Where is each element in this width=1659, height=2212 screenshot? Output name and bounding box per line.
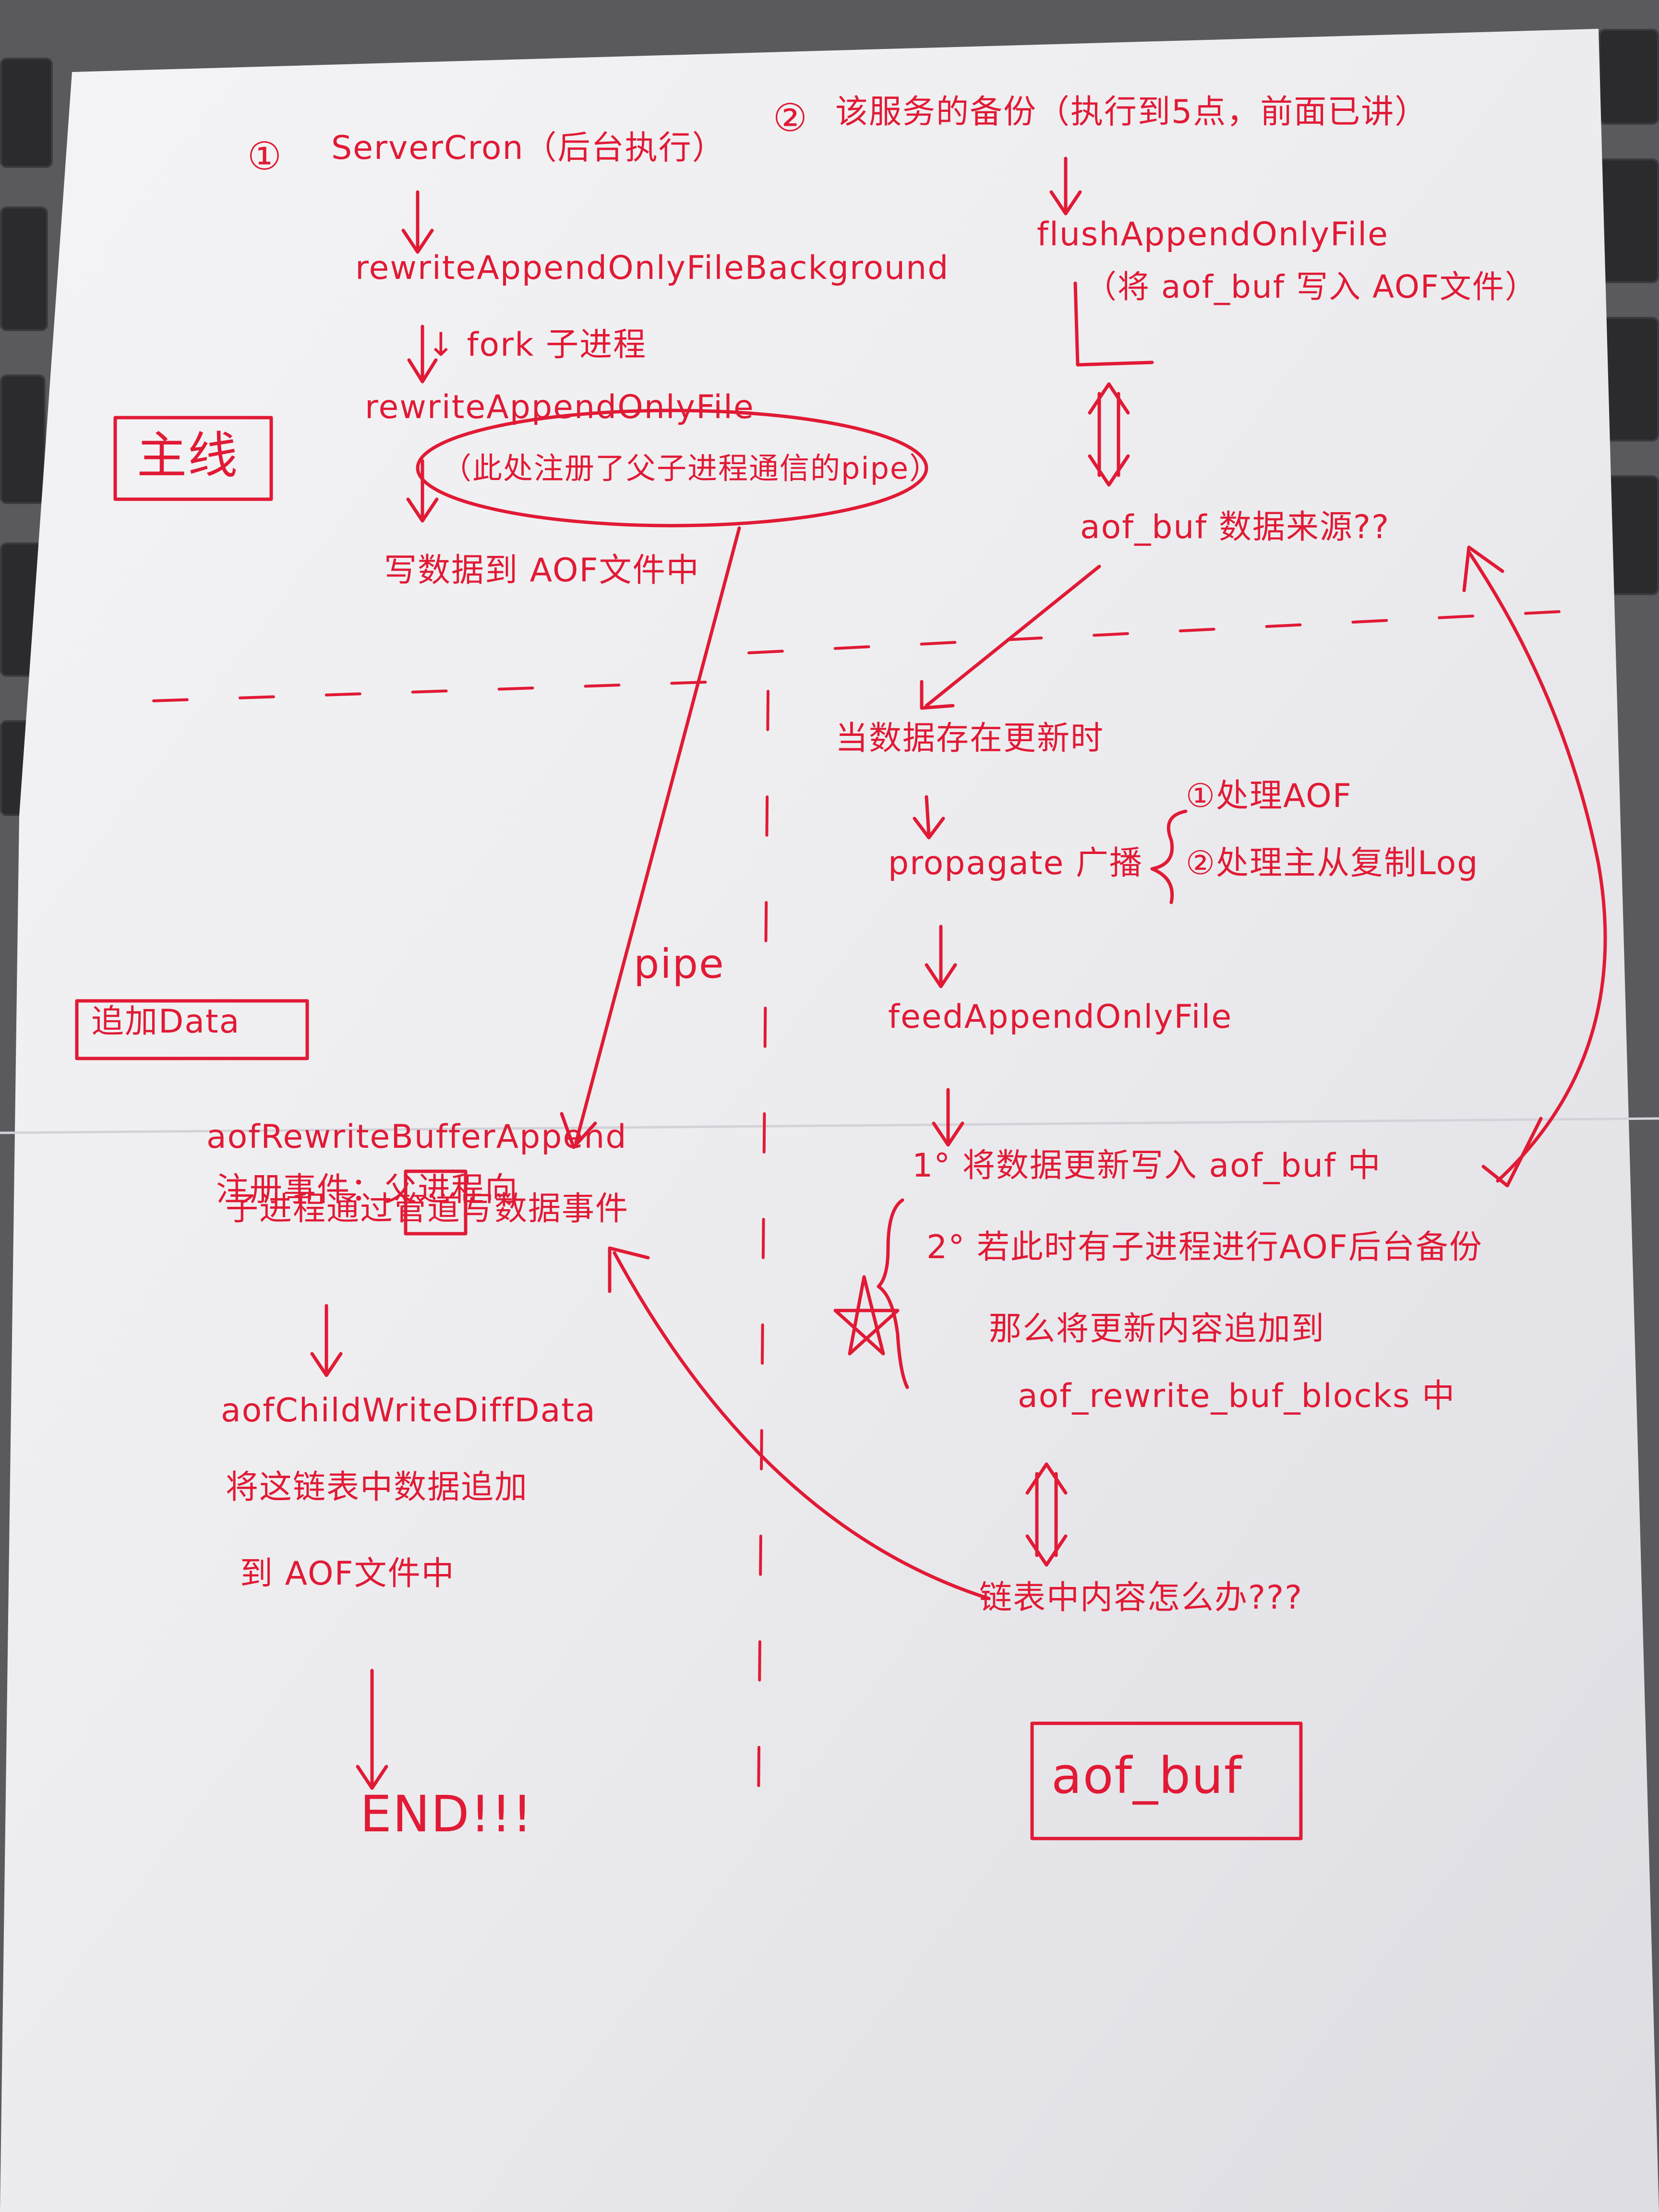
step1-label: ① [247, 134, 283, 179]
flush-note-label: （将 aof_buf 写入 AOF文件） [1085, 268, 1538, 305]
rewrite-append-c: 子进程通过管道写数据事件 [226, 1190, 629, 1228]
step2-title: 该服务的备份（执行到5点，前面已讲） [835, 93, 1429, 131]
arrow-down-r2 [913, 795, 945, 840]
rewrite-append-c2: 管道 [394, 1190, 461, 1228]
flush-label: flushAppendOnlyFile [1037, 216, 1389, 253]
rewrite-file-label: rewriteAppendOnlyFile [365, 388, 755, 426]
feed-item-2b: 那么将更新内容追加到 [989, 1310, 1325, 1348]
feed-label: feedAppendOnlyFile [888, 998, 1233, 1036]
main-line-label: 主线 [137, 426, 239, 485]
double-arrow-1 [1088, 382, 1130, 487]
feed-brace [877, 1198, 909, 1389]
flush-bracket [1073, 281, 1154, 367]
arrow-down-2 [407, 325, 438, 384]
arrow-down-r4 [932, 1088, 964, 1147]
main-line-box [113, 416, 273, 501]
child-write-c: 到 AOF文件中 [240, 1555, 455, 1593]
linked-list-question: 链表中内容怎么办??? [979, 1579, 1303, 1617]
rewrite-append-c1: 子进程通过 [226, 1190, 394, 1228]
pipe-note-ellipse [416, 409, 928, 528]
rewrite-bg-label: rewriteAppendOnlyFileBackground [355, 249, 950, 287]
feed-item-2a: 2° 若此时有子进程进行AOF后台备份 [926, 1228, 1483, 1266]
propagate-item-2: ②处理主从复制Log [1186, 844, 1479, 882]
aof-buf-box-label: aof_buf [1051, 1746, 1243, 1805]
aof-buf-source-label: aof_buf 数据来源?? [1080, 508, 1390, 546]
keyboard-key [1599, 29, 1659, 125]
arrow-down-r1 [1049, 156, 1082, 216]
pipe-line-label: pipe [634, 940, 725, 987]
star-mark [833, 1275, 900, 1356]
arrow-down-3 [406, 459, 439, 523]
step2-label: ② [773, 96, 808, 140]
keyboard-key [0, 206, 48, 331]
pipe-line [560, 526, 741, 1149]
dashed-separator-vertical [757, 690, 769, 1806]
pipe-highlight-box [404, 1169, 468, 1236]
server-cron-label: ServerCron（后台执行） [331, 129, 726, 167]
when-update-label: 当数据存在更新时 [835, 720, 1105, 757]
propagate-brace [1150, 809, 1188, 904]
append-data-label: 追加Data [91, 1003, 240, 1041]
aof-buf-box [1030, 1721, 1303, 1840]
dashed-separator-left [152, 680, 721, 702]
arrow-to-update [920, 565, 1101, 710]
pipe-note-label: （此处注册了父子进程通信的pipe） [442, 451, 940, 486]
rewrite-append-c3: 写数据事件 [461, 1190, 629, 1228]
arrow-down-l1 [310, 1304, 343, 1377]
child-write-b: 将这链表中数据追加 [226, 1468, 529, 1506]
double-arrow-2 [1025, 1462, 1068, 1567]
dashed-separator-right [747, 608, 1600, 654]
end-label: END!!! [360, 1785, 533, 1843]
check-mark [1481, 1117, 1543, 1188]
feed-item-1: 1° 将数据更新写入 aof_buf 中 [912, 1147, 1382, 1185]
child-write-a: aofChildWriteDiffData [221, 1392, 596, 1430]
propagate-item-1: ①处理AOF [1186, 777, 1352, 815]
rewrite-append-b: 注册事件：父进程向 [216, 1171, 519, 1209]
fork-label: ↓ fork 子进程 [427, 326, 647, 364]
curve-arrow-check [1462, 545, 1607, 1183]
keyboard-key [0, 374, 46, 504]
rewrite-append-a: aofRewriteBufferAppend [206, 1118, 627, 1156]
feed-item-2c: aof_rewrite_buf_blocks 中 [1018, 1377, 1456, 1415]
curve-arrow-linked [608, 1246, 991, 1600]
propagate-label: propagate 广播 [888, 844, 1143, 882]
arrow-down-l2 [356, 1669, 388, 1790]
write-aof-label: 写数据到 AOF文件中 [384, 552, 700, 589]
arrow-down-r3 [925, 925, 957, 988]
append-data-box [75, 999, 309, 1060]
keyboard-key [0, 58, 53, 168]
arrow-down-1 [401, 190, 434, 254]
